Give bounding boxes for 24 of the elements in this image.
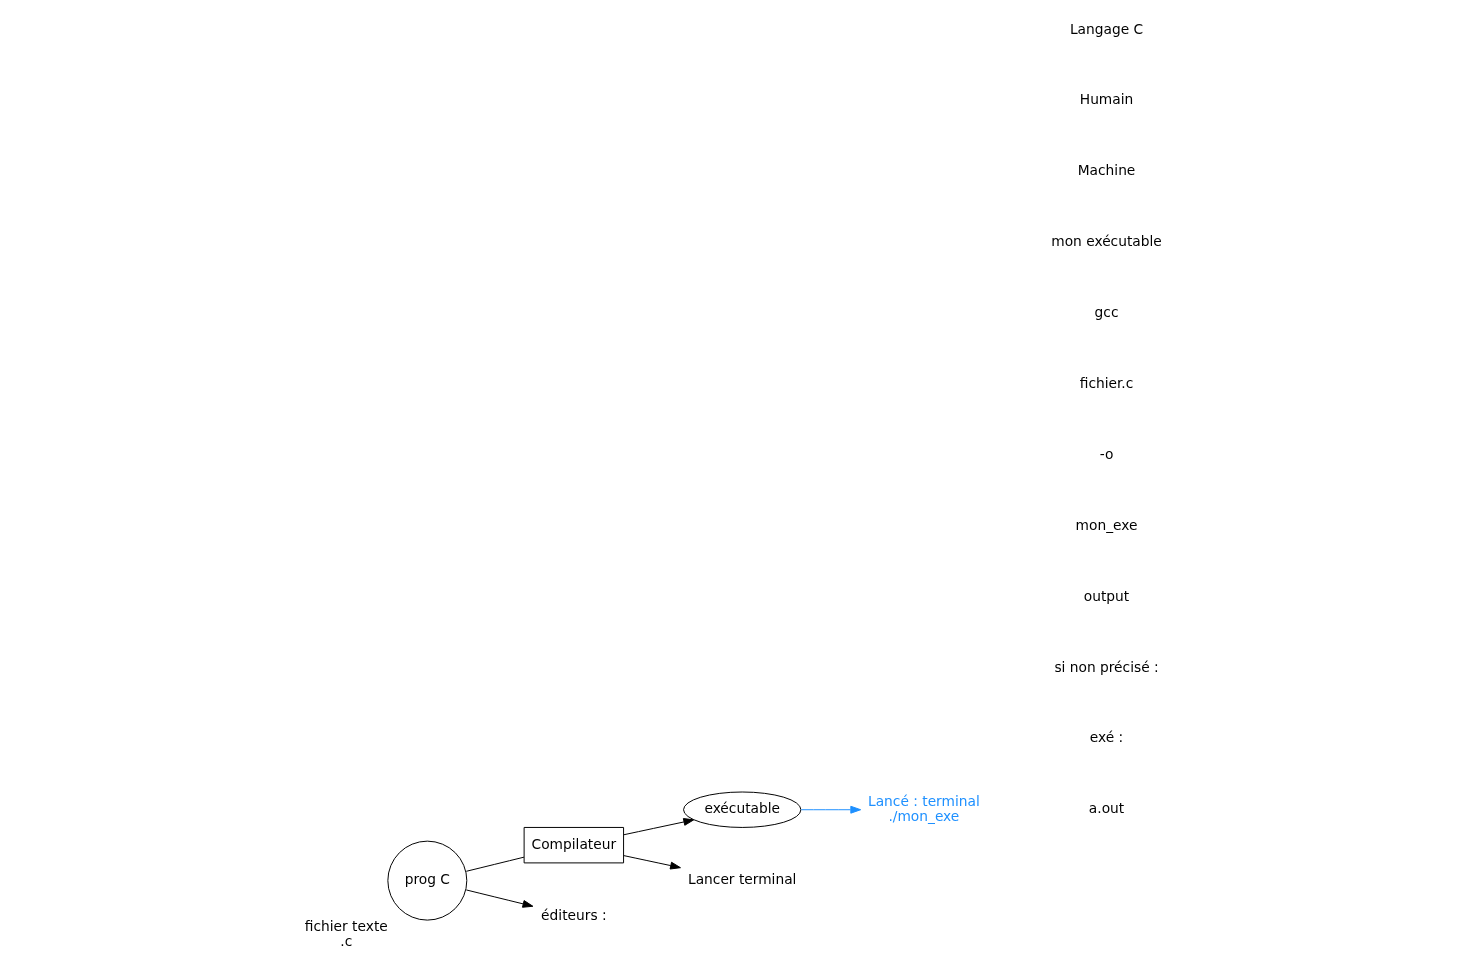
arrow bbox=[465, 889, 534, 908]
node-text: éditeurs : bbox=[541, 906, 607, 923]
label: mon exécutable bbox=[1051, 233, 1162, 250]
label: Langage C bbox=[1069, 20, 1144, 37]
label: -o bbox=[1099, 445, 1114, 462]
arrow bbox=[800, 805, 862, 814]
node-text: Lancer terminal bbox=[688, 871, 797, 888]
node-label: .c bbox=[340, 933, 353, 950]
label: si non précisé : bbox=[1054, 658, 1159, 675]
label: mon_exe bbox=[1075, 516, 1138, 533]
label: exé : bbox=[1089, 729, 1124, 746]
label: Machine bbox=[1077, 162, 1136, 179]
label: fichier.c bbox=[1079, 375, 1134, 391]
label: output bbox=[1083, 587, 1130, 604]
label: Humain bbox=[1079, 91, 1134, 108]
label: gcc bbox=[1094, 304, 1119, 321]
node-box: Compilateur bbox=[523, 826, 625, 864]
connector bbox=[465, 856, 525, 872]
node-label: fichier texte bbox=[304, 918, 388, 935]
node-text: Lancé : terminal ./mon_exe bbox=[868, 792, 980, 824]
node-circle: prog C bbox=[387, 840, 468, 921]
arrow bbox=[623, 818, 695, 836]
arrow bbox=[623, 855, 681, 870]
label: a.out bbox=[1088, 800, 1125, 817]
